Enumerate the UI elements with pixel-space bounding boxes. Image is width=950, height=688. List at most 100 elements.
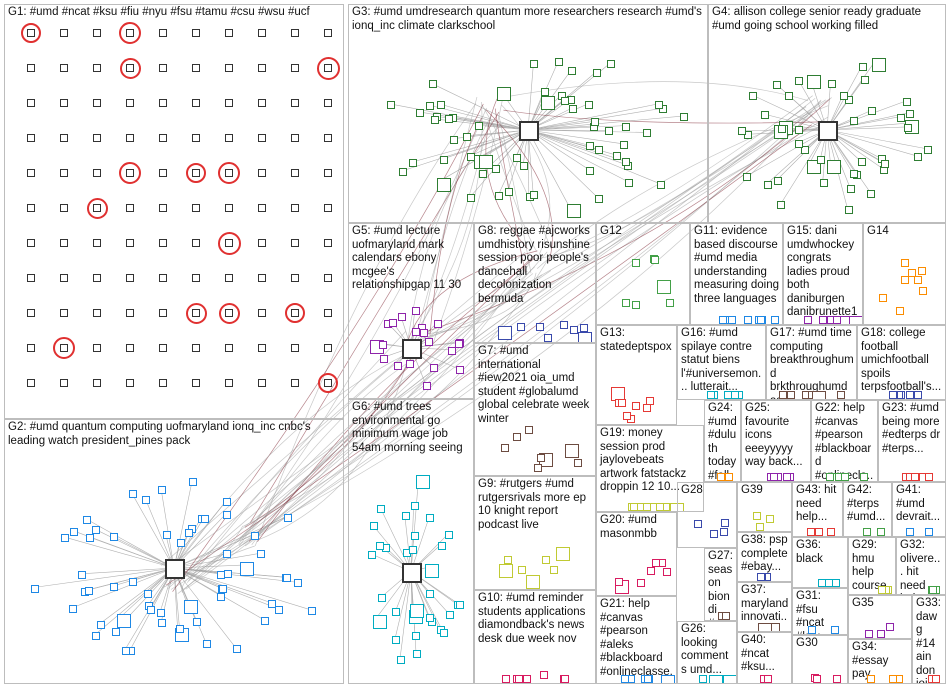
user-node xyxy=(594,194,603,203)
group-panel-g36: G36: black xyxy=(792,537,848,588)
user-node xyxy=(643,129,652,138)
group-panel-g19: G19: money session prod jaylovebeats art… xyxy=(596,425,704,512)
group-label: G35 xyxy=(852,597,874,609)
self-loop-ring xyxy=(285,303,305,323)
group-label: G11: evidence based discourse #umd media… xyxy=(694,225,783,305)
user-node xyxy=(27,99,35,107)
group-label: G7: #umd international #iew2021 oia_umd … xyxy=(478,345,593,425)
user-node xyxy=(876,630,885,638)
group-panel-g33: G33: dawg #14 ain don join... xyxy=(912,595,946,684)
user-node xyxy=(743,173,752,182)
user-node xyxy=(645,396,654,405)
user-node xyxy=(192,204,200,212)
user-node xyxy=(225,204,233,212)
user-node xyxy=(642,403,651,412)
user-node xyxy=(819,179,828,188)
user-node xyxy=(585,166,594,175)
group-panel-g43: G43: hit need help... xyxy=(792,482,843,537)
edge xyxy=(431,83,529,131)
user-node xyxy=(258,99,266,107)
user-node xyxy=(434,319,443,328)
user-node xyxy=(428,80,437,89)
group-label: G22: help #canvas #pearson #blackboard #… xyxy=(815,402,873,481)
user-node xyxy=(93,64,101,72)
user-node xyxy=(126,99,134,107)
group-panel-g27: G27: season biondi #gohabsg... xyxy=(704,548,737,621)
user-node xyxy=(159,239,167,247)
user-node xyxy=(840,473,849,481)
user-node xyxy=(760,111,769,119)
edge xyxy=(173,534,255,569)
user-node xyxy=(258,239,266,247)
user-node xyxy=(258,274,266,282)
user-node xyxy=(812,674,821,683)
inter-group-edge xyxy=(501,104,551,260)
group-panel-g34: G34: #essay pay essay... xyxy=(848,639,912,684)
user-node xyxy=(425,338,434,347)
user-node xyxy=(176,624,185,633)
user-node xyxy=(826,473,835,481)
user-node xyxy=(373,615,388,630)
group-panel-g40: G40: #ncat #ksu... xyxy=(737,632,792,684)
user-node xyxy=(807,528,816,536)
user-node xyxy=(849,170,858,179)
group-label: G2: #umd quantum computing uofmaryland i… xyxy=(8,421,314,447)
inter-group-edge xyxy=(420,96,478,335)
edge xyxy=(527,129,530,197)
user-node xyxy=(753,512,762,521)
user-node xyxy=(518,566,527,575)
user-node xyxy=(291,99,299,107)
self-loop-ring xyxy=(217,231,241,255)
user-node xyxy=(291,134,299,142)
user-node xyxy=(413,650,422,659)
edge xyxy=(394,571,412,640)
user-node xyxy=(159,134,167,142)
user-node xyxy=(573,458,582,467)
user-node xyxy=(693,520,702,529)
hub-node xyxy=(402,562,422,583)
user-node xyxy=(60,239,68,247)
user-node xyxy=(919,286,928,295)
user-node xyxy=(880,160,889,169)
edge xyxy=(527,129,628,166)
edge xyxy=(410,517,430,572)
user-node xyxy=(225,64,233,72)
user-node xyxy=(504,555,513,564)
user-node xyxy=(423,382,432,391)
user-node xyxy=(475,122,484,131)
user-node xyxy=(203,639,212,648)
user-node xyxy=(93,274,101,282)
user-node xyxy=(307,606,316,615)
user-node xyxy=(765,515,774,524)
user-node xyxy=(758,623,773,631)
hub-node xyxy=(519,121,539,141)
user-node xyxy=(656,280,671,295)
edge xyxy=(527,115,683,131)
user-node xyxy=(607,59,616,68)
user-node xyxy=(744,316,753,324)
user-node xyxy=(192,344,200,352)
user-node xyxy=(412,632,421,641)
group-label: G9: #rutgers #umd rutgersrivals more ep … xyxy=(478,478,590,531)
edge xyxy=(751,94,828,131)
user-node xyxy=(93,134,101,142)
user-node xyxy=(430,115,439,124)
user-node xyxy=(651,256,660,265)
user-node xyxy=(845,96,854,105)
edge xyxy=(527,129,626,162)
user-node xyxy=(773,177,782,186)
user-node xyxy=(387,100,396,109)
inter-group-edge xyxy=(407,250,538,343)
user-node xyxy=(721,518,730,527)
user-node xyxy=(617,399,626,408)
edge xyxy=(160,489,175,569)
user-node xyxy=(93,239,101,247)
user-node xyxy=(293,579,302,588)
user-node xyxy=(770,473,779,481)
user-node xyxy=(637,579,646,588)
self-loop-ring xyxy=(119,22,141,44)
user-node xyxy=(646,566,655,575)
user-node xyxy=(524,425,533,434)
user-node xyxy=(437,542,446,551)
group-label: G43: hit need help... xyxy=(796,484,840,523)
